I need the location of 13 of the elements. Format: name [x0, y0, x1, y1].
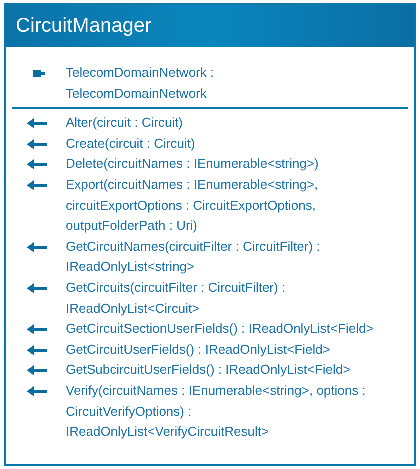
method-text: Delete(circuitNames : IEnumerable<string>)	[66, 155, 320, 174]
class-box	[4, 3, 416, 466]
method-text: GetCircuitNames(circuitFilter : CircuitFilter) : IReadOnlyList<string>	[66, 238, 322, 276]
method-text: Verify(circuitNames : IEnumerable<string>, options : CircuitVerifyOptions) : IReadOnlyList<VerifyCircuitResult>	[66, 382, 367, 442]
method-text: Alter(circuit : Circuit)	[66, 114, 184, 132]
method-text: Export(circuitNames : IEnumerable<string>, circuitExportOptions : CircuitExportOptions, outputFolderPath : Uri)	[66, 176, 320, 236]
method-text: GetSubcircuitUserFields() : IReadOnlyList<Field>	[66, 361, 352, 380]
property-text: TelecomDomainNetwork : TelecomDomainNetwork	[66, 64, 216, 103]
method-text: Create(circuit : Circuit)	[66, 134, 196, 153]
class-name-header: CircuitManager	[6, 5, 414, 47]
method-text: GetCircuitSectionUserFields() : IReadOnlyList<Field>	[66, 320, 375, 338]
method-text: GetCircuits(circuitFilter : CircuitFilter) : IReadOnlyList<Circuit>	[66, 279, 287, 318]
method-text: GetCircuitUserFields() : IReadOnlyList<Field>	[66, 340, 332, 359]
